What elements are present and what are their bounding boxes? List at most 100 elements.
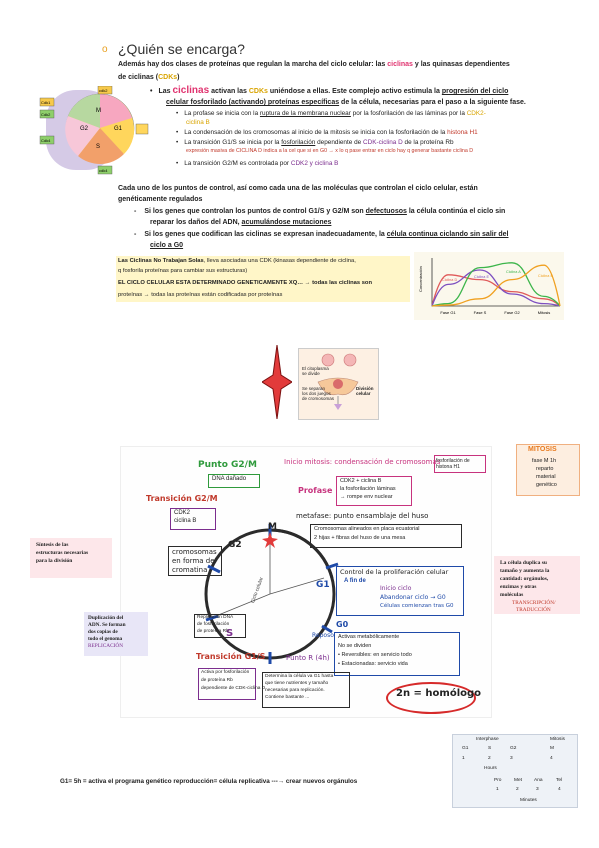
g0-box-text-3: • Reversibles: en servicio todo [338, 652, 412, 658]
g2-chromatin-box [168, 546, 222, 576]
chart-series-line [431, 269, 561, 307]
replicacion-box-text-3: de proteína Rb [197, 629, 229, 634]
phase-table-r2c1: 1 [462, 756, 465, 761]
control-d: Células comienzan tras G0 [380, 603, 454, 609]
inicio-mitosis-box-text: fosforilación de histona H1 [436, 458, 470, 470]
mitosis-note [516, 444, 580, 496]
main-cycle-ring [204, 524, 339, 664]
sub-bullet-3-note: expresión masiva de CICLINA D indica a l… [186, 148, 474, 154]
transicion-g1s-box-text-1: Activa por fosforilación [201, 670, 250, 675]
ring-label-s: S [226, 628, 234, 639]
phase-table-m4: Tel [556, 778, 563, 783]
small-cycle-diagram: M G1 S G2 Cdk1 Cdk2 Cdk4 cdk2 cdk4 [39, 86, 149, 175]
para2-line-2: genéticamente regulados [118, 196, 203, 203]
left-note-1-l3: para la división [36, 558, 73, 564]
yellow-line-3: EL CICLO CELULAR ESTA DETERMINADO GENETI… [118, 280, 373, 286]
sub-bullet-3: •La transición G1/S se inicia por la fos… [176, 139, 454, 146]
side-label-cdk2: Cdk2 [41, 112, 51, 117]
page-title: ¿Quién se encarga? [118, 41, 245, 57]
metafase-box-text-2: 2 hijas + fibras del huso de una mesa [314, 535, 406, 541]
para2-item-1: -Si los genes que controlan los puntos d… [134, 208, 506, 215]
mitosis-img-label-5: de cromosomas [302, 396, 335, 401]
phase-table [452, 734, 578, 808]
mitosis-img-label-7: celular [356, 391, 371, 396]
right-note-l3: cantidad: orgánulos, [500, 576, 549, 582]
left-note-2 [84, 612, 148, 656]
phase-table-top-right: Mitosis [550, 737, 565, 742]
chart-series-label: Ciclina A [506, 270, 521, 274]
mitosis-note-l3: material [536, 474, 556, 480]
profase-box-text-3: → rompe env nuclear [340, 494, 393, 500]
left-note-2-l4: todo el genoma [88, 636, 123, 642]
right-note-l5: moléculas [500, 592, 524, 598]
phase-table-r2c4: 4 [550, 756, 553, 761]
ring-label-reposo: Reposo [312, 632, 334, 639]
transicion-g2m-title: Transición G2/M [146, 494, 218, 503]
punto-r-box-text-4: Contiene bastante ... [265, 695, 310, 700]
phase-table-mv3: 3 [536, 787, 539, 792]
cycle-label-s: S [96, 144, 100, 150]
heading-bullet: o [102, 44, 108, 55]
cycle-label-g2: G2 [80, 126, 89, 132]
chart-series-label: Ciclina E [474, 275, 489, 279]
mitosis-note-title: MITOSIS [528, 446, 557, 453]
mitosis-note-l1: fase M 1h [532, 458, 557, 464]
footer-note: G1= 5h = activa el programa genético rep… [60, 778, 358, 785]
phase-table-m3: Ana [534, 778, 543, 783]
cycle-label-g1: G1 [114, 126, 123, 132]
yellow-line-2: q fosforila proteínas para cambiar sus e… [118, 268, 248, 274]
transicion-g2m-box-text-1: CDK2 [174, 510, 191, 516]
punto-r-box-text-2: que tiene nutrientes y tamaño [265, 681, 329, 686]
side-label-cdk4: Cdk4 [41, 138, 51, 143]
g2-box-text-2: en forma de [172, 557, 215, 565]
g0-box [334, 632, 460, 676]
chart-tick-label: Mitosis [538, 310, 550, 315]
chart-series-line [431, 264, 561, 307]
left-note-1 [30, 538, 112, 578]
profase-box-text-2: la fosforilación láminas [340, 486, 396, 492]
ring-label-g1: G1 [316, 580, 330, 590]
mitosis-img-label-6: División [356, 386, 374, 391]
phase-table-r1c2: S [488, 746, 492, 751]
g2-box-text-1: cromosomas [172, 548, 217, 556]
mitosis-illustration [298, 348, 379, 420]
ring-label-g2: G2 [228, 540, 242, 550]
chart-series-label: Ciclina D [442, 278, 457, 282]
right-note-l2: tamaño y aumenta la [500, 568, 550, 574]
left-note-1-l1: Síntesis de las [36, 542, 69, 548]
side-label-cdk2b: cdk2 [99, 88, 108, 93]
left-note-1-l2: estructuras necesarias [36, 550, 89, 556]
transicion-g1s-box-text-3: dependiente de CDK-ciclina D [201, 686, 266, 691]
g0-box-text-1: Activas metabólicamente [338, 634, 400, 640]
cycle-label-m: M [96, 108, 101, 114]
red-star-icon [262, 345, 292, 419]
para2-item-1-cont: reparar los daños del ADN, acumulándose … [150, 219, 332, 226]
mitosis-img-label-3: Se separan [302, 386, 326, 391]
transicion-g2m-box-text-2: ciclina B [174, 518, 197, 524]
yellow-line-4: proteínas → todas las proteínas están co… [118, 292, 283, 298]
mitosis-note-l2: reparto [536, 466, 554, 472]
replicacion-box [194, 614, 246, 638]
sub-bullet-1-cont: ciclina B [186, 119, 210, 126]
para2-item-2-cont: ciclo a G0 [150, 242, 184, 249]
profase-label: Profase [298, 486, 333, 495]
metafase-box [310, 524, 462, 548]
para2-line-1: Cada uno de los puntos de control, así c… [118, 185, 478, 192]
right-note-l4: enzimas y otras [500, 584, 537, 590]
phase-table-mv1: 1 [496, 787, 499, 792]
punto-r-box-text-3: necesarias para replicación. [265, 688, 325, 693]
inicio-mitosis-box [434, 455, 486, 473]
right-note-l1: La célula duplica su [500, 560, 547, 566]
metafase-label: metafase: punto ensamblaje del huso [296, 512, 429, 520]
left-note-2-l1: Duplicación del [88, 615, 124, 621]
para2-item-2: -Si los genes que codifican las ciclinas… [134, 231, 509, 238]
phase-table-minutes: Minutes [520, 798, 537, 803]
sub-bullet-1: •La profase se inicia con la ruptura de … [176, 110, 486, 117]
chart-tick-label: Fase G2 [504, 310, 520, 315]
phase-table-r1c4: M [550, 746, 554, 751]
right-note [494, 556, 580, 614]
transicion-g1s-title: Transición G1/S [196, 652, 266, 661]
left-note-2-l5: REPLICACIÓN [88, 643, 124, 649]
mitosis-img-label-4: los dos juegos [302, 391, 331, 396]
punto-r-box [262, 672, 350, 708]
